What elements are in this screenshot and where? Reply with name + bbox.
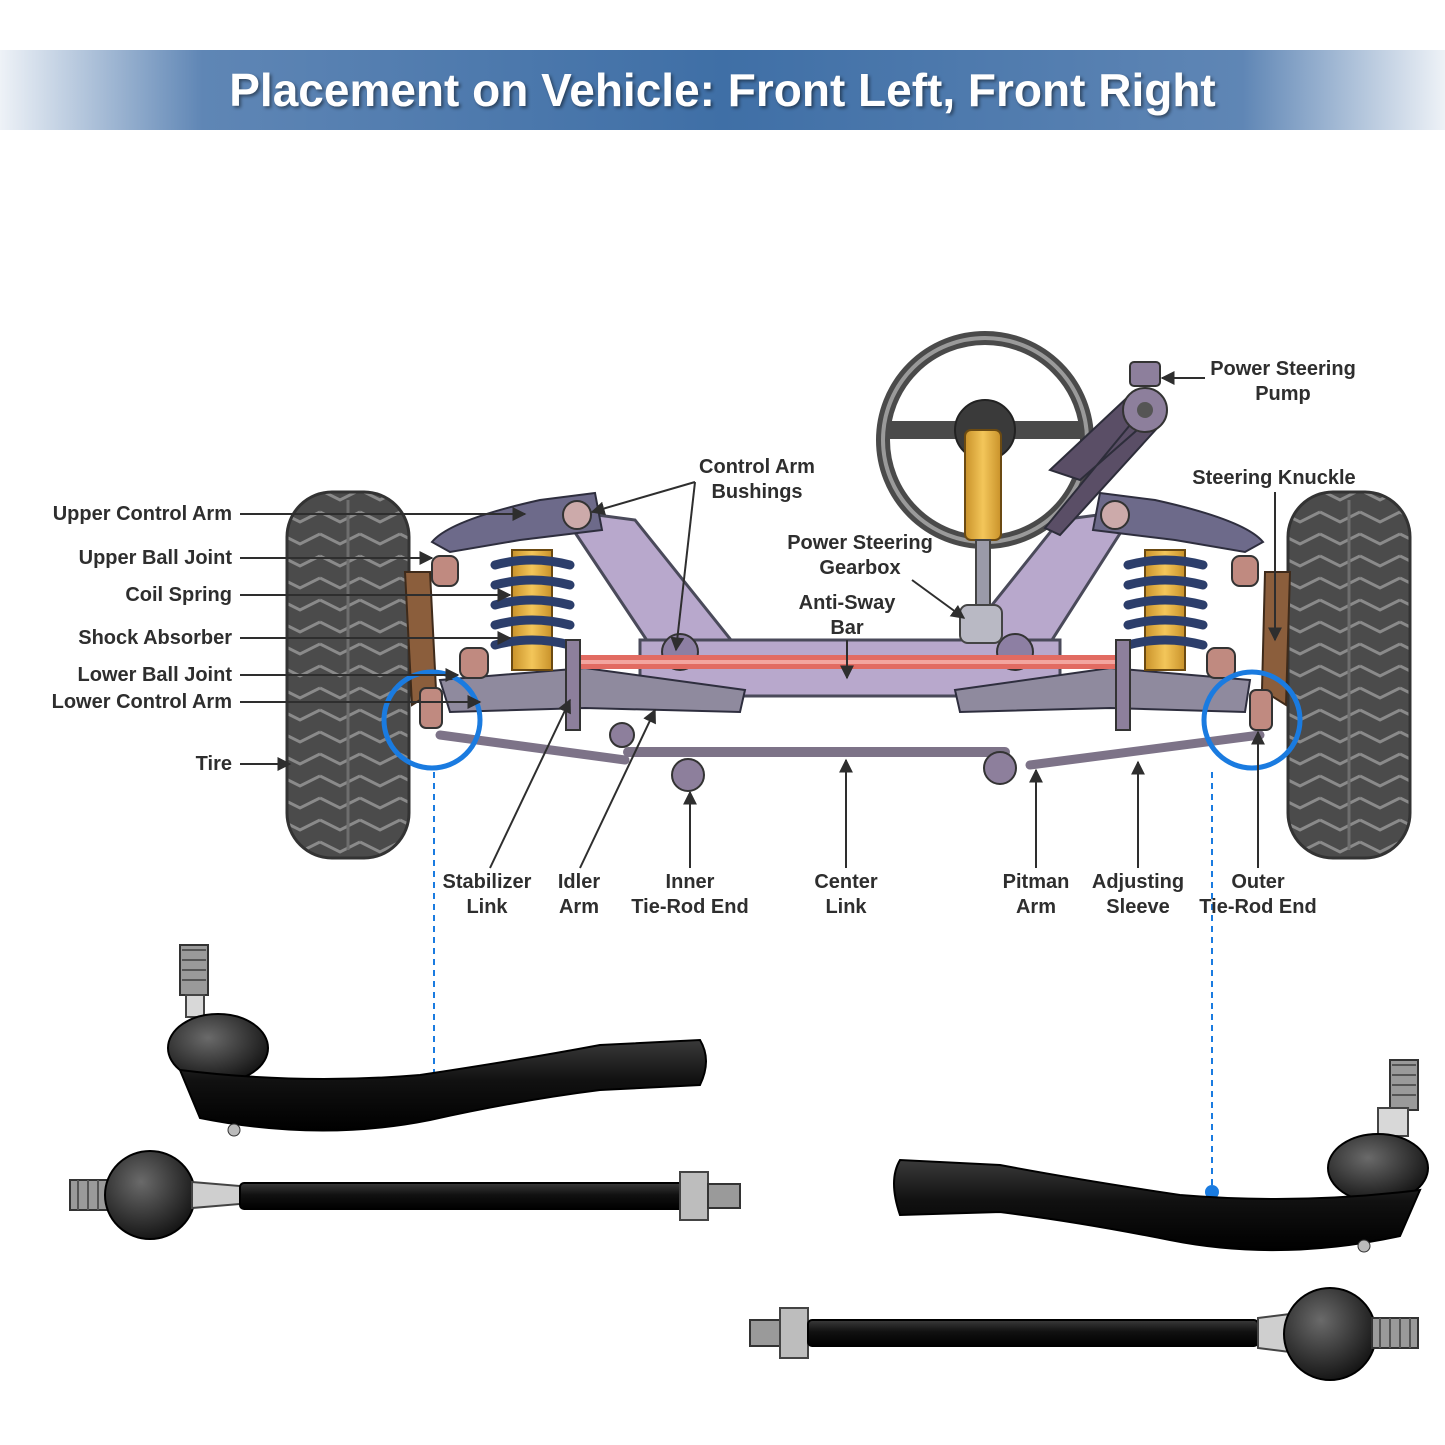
label-upper-control-arm: Upper Control Arm (53, 503, 527, 525)
label-shock-absorber: Shock Absorber (78, 627, 512, 649)
left-highlight-circle (381, 669, 483, 771)
svg-text:Power Steering: Power Steering (787, 532, 933, 554)
svg-text:Upper Ball Joint: Upper Ball Joint (79, 547, 233, 569)
right-lower-ball-joint (1206, 647, 1236, 679)
svg-text:Anti-Sway: Anti-Sway (799, 592, 897, 614)
svg-text:Bushings: Bushings (711, 481, 802, 503)
right-tire-icon (1286, 490, 1412, 860)
label-pitman-arm: Pitman Arm (1003, 768, 1070, 918)
left-inner-tie-rod-end (671, 758, 705, 792)
svg-text:Shock Absorber: Shock Absorber (78, 627, 232, 649)
svg-text:Lower Ball Joint: Lower Ball Joint (78, 664, 233, 686)
right-coil-spring (1123, 549, 1208, 671)
svg-text:Arm: Arm (1016, 896, 1056, 918)
banner: Placement on Vehicle: Front Left, Front … (0, 50, 1445, 130)
label-idler-arm: Idler Arm (558, 708, 656, 918)
right-inner-tie-rod-icon (749, 1287, 1419, 1381)
svg-text:Gearbox: Gearbox (819, 557, 900, 579)
svg-text:Link: Link (466, 896, 508, 918)
left-upper-ball-joint (431, 555, 459, 587)
label-power-steering-gearbox: Power Steering Gearbox (787, 532, 966, 619)
label-stabilizer-link: Stabilizer Link (443, 698, 571, 918)
svg-text:Sleeve: Sleeve (1106, 896, 1169, 918)
svg-text:Lower Control Arm: Lower Control Arm (52, 691, 232, 713)
label-control-arm-bushings: Control Arm Bushings (590, 456, 815, 652)
label-tire: Tire (196, 753, 292, 775)
right-tie-rod-end-icon (893, 1059, 1429, 1253)
label-coil-spring: Coil Spring (125, 584, 512, 606)
right-upper-ball-joint (1231, 555, 1259, 587)
left-lower-ball-joint (459, 647, 489, 679)
svg-text:Link: Link (825, 896, 867, 918)
power-steering-gearbox (959, 604, 1003, 644)
label-upper-ball-joint: Upper Ball Joint (79, 547, 434, 569)
label-outer-tie-rod-end: Outer Tie-Rod End (1199, 730, 1317, 918)
label-steering-knuckle: Steering Knuckle (1192, 467, 1356, 642)
left-stabilizer-link (565, 639, 581, 731)
right-stabilizer-link (1115, 639, 1131, 731)
left-outer-tie-rod-end (419, 687, 443, 729)
right-upper-control-arm (1091, 491, 1265, 554)
svg-text:Steering Knuckle: Steering Knuckle (1192, 467, 1355, 489)
label-inner-tie-rod-end: Inner Tie-Rod End (631, 790, 749, 918)
svg-text:Power Steering: Power Steering (1210, 358, 1356, 380)
svg-text:Idler: Idler (558, 871, 600, 893)
svg-text:Stabilizer: Stabilizer (443, 871, 532, 893)
pitman-arm (983, 751, 1017, 785)
label-adjusting-sleeve: Adjusting Sleeve (1092, 760, 1184, 918)
right-control-arm-bushing (1100, 500, 1130, 530)
svg-text:Tie-Rod End: Tie-Rod End (1199, 896, 1316, 918)
svg-text:Pump: Pump (1255, 383, 1311, 405)
svg-text:Arm: Arm (559, 896, 599, 918)
label-power-steering-pump: Power Steering Pump (1160, 358, 1356, 405)
left-control-arm-bushing (562, 500, 592, 530)
right-highlight-circle (1201, 669, 1303, 771)
svg-text:Control Arm: Control Arm (699, 456, 815, 478)
page-title: Placement on Vehicle: Front Left, Front … (229, 64, 1216, 116)
right-outer-tie-rod-end (1249, 689, 1273, 731)
power-steering-pump (1122, 361, 1168, 433)
svg-text:Coil Spring: Coil Spring (125, 584, 232, 606)
right-callout-dot (1205, 1185, 1219, 1199)
left-upper-control-arm (430, 491, 604, 554)
right-adjusting-sleeve (1025, 730, 1265, 770)
svg-text:Bar: Bar (830, 617, 864, 639)
idler-arm (609, 722, 635, 748)
svg-text:Upper Control Arm: Upper Control Arm (53, 503, 232, 525)
left-inner-tie-rod-icon (69, 1150, 741, 1240)
label-lower-ball-joint: Lower Ball Joint (78, 664, 460, 686)
steering-column (964, 429, 1002, 541)
label-anti-sway-bar: Anti-Sway Bar (799, 592, 897, 680)
svg-text:Adjusting: Adjusting (1092, 871, 1184, 893)
svg-text:Pitman: Pitman (1003, 871, 1070, 893)
label-lower-control-arm: Lower Control Arm (52, 691, 482, 713)
left-adjusting-sleeve (435, 730, 630, 765)
svg-text:Center: Center (814, 871, 878, 893)
svg-text:Tire: Tire (196, 753, 232, 775)
label-center-link: Center Link (814, 758, 878, 918)
left-tie-rod-end-icon (167, 944, 707, 1137)
svg-text:Outer: Outer (1231, 871, 1285, 893)
svg-text:Inner: Inner (666, 871, 715, 893)
svg-text:Tie-Rod End: Tie-Rod End (631, 896, 748, 918)
left-coil-spring (490, 549, 575, 671)
